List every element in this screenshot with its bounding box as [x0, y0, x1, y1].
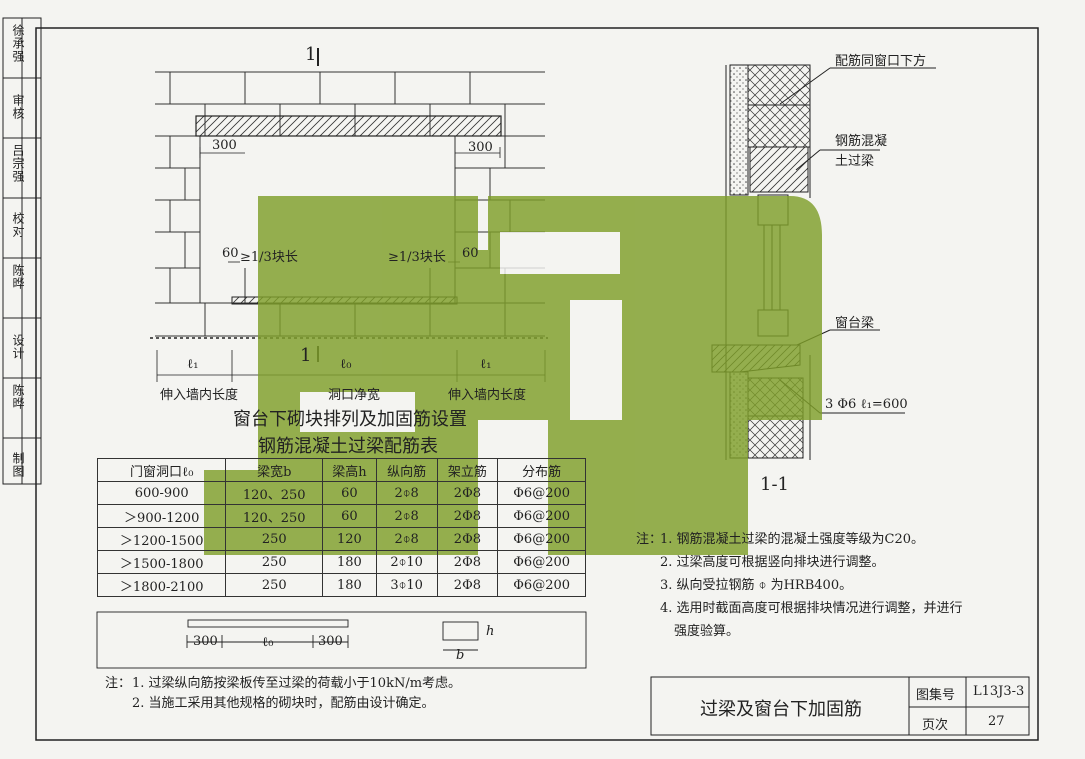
section-caption: 1-1: [760, 474, 789, 495]
table-cell: 60: [322, 504, 377, 528]
table-cell: Φ6@200: [497, 550, 586, 574]
table-cell: Φ6@200: [497, 504, 586, 528]
check-label: 校对: [11, 212, 25, 238]
embed-length-left: 伸入墙内长度: [160, 388, 239, 403]
notes-right: 1. 钢筋混凝土过梁的混凝土强度等级为C20。 2. 过梁高度可根据竖向排块进行…: [660, 528, 963, 643]
col-header: 梁高h: [322, 458, 377, 482]
table-cell: 2⌽8: [375, 527, 438, 551]
page-number-label: 页次: [922, 718, 949, 733]
table-row: ＞1800-2100 250 180 3⌽10 2Φ8 Φ6@200: [96, 573, 586, 597]
table-cell: Φ6@200: [497, 573, 586, 597]
col-header: 架立筋: [436, 458, 499, 482]
checker-name: 陈晔: [11, 264, 25, 290]
atlas-number-value: L13J3-3: [973, 684, 1025, 699]
table-cell: 600-900: [96, 481, 227, 505]
table-header-row: 门窗洞口ℓ₀ 梁宽b 梁高h 纵向筋 架立筋 分布筋: [96, 458, 586, 482]
table-cell: 2Φ8: [436, 573, 499, 597]
table-cell: ＞900-1200: [96, 504, 227, 528]
section-mark-bottom-label: 1: [300, 345, 312, 366]
notes-right-line: 2. 过梁高度可根据竖向排块进行调整。: [660, 555, 885, 570]
elevation-caption: 窗台下砌块排列及加固筋设置: [233, 409, 467, 430]
section-label-rebar: 3 Φ6 ℓ₁=600: [825, 397, 908, 412]
table-cell: 180: [322, 573, 377, 597]
page-number-value: 27: [988, 714, 1005, 729]
beam-h-label: h: [486, 624, 495, 639]
table-cell: 3⌽10: [375, 573, 438, 597]
beam-dim-l0: ℓ₀: [262, 635, 274, 650]
table-cell: ＞1200-1500: [96, 527, 227, 551]
notes-left-prefix: 注：: [105, 676, 132, 691]
table-cell: 2Φ8: [436, 504, 499, 528]
design-label: 设计: [11, 334, 25, 360]
table-cell: 120: [322, 527, 377, 551]
section-label-top: 配筋同窗口下方: [835, 54, 927, 69]
notes-right-line: 强度验算。: [674, 624, 740, 639]
section-label-lintel-2: 土过梁: [835, 154, 875, 169]
opening-width-label: 洞口净宽: [328, 388, 381, 403]
table-cell: 2⌽10: [375, 550, 438, 574]
col-header: 分布筋: [497, 458, 586, 482]
col-header: 梁宽b: [225, 458, 324, 482]
embed-length-right: 伸入墙内长度: [448, 388, 527, 403]
review-label: 审核: [11, 94, 25, 120]
section-label-sill: 窗台梁: [835, 316, 875, 331]
dim-300-left: 300: [212, 138, 237, 153]
section-mark-top-label: 1: [305, 44, 317, 65]
table-cell: 60: [322, 481, 377, 505]
table-row: ＞1500-1800 250 180 2⌽10 2Φ8 Φ6@200: [96, 550, 586, 574]
section-label-lintel-1: 钢筋混凝: [835, 134, 888, 149]
col-header: 门窗洞口ℓ₀: [96, 458, 227, 482]
l1-left: ℓ₁: [187, 357, 199, 372]
table-cell: 250: [225, 573, 324, 597]
notes-left-line: 1. 过梁纵向筋按梁板传至过梁的荷载小于10kN/m考虑。: [132, 676, 462, 691]
beam-dim-300-left: 300: [193, 634, 218, 649]
beam-diagram: [96, 611, 587, 669]
designer-name: 陈晔: [11, 384, 25, 410]
dim-300-right: 300: [468, 140, 493, 155]
l1-right: ℓ₁: [480, 357, 492, 372]
table-cell: 2Φ8: [436, 550, 499, 574]
l0-label: ℓ₀: [340, 357, 352, 372]
notes-left-line: 2. 当施工采用其他规格的砌块时，配筋由设计确定。: [132, 696, 435, 711]
table-cell: ＞1500-1800: [96, 550, 227, 574]
reviewer-name: 吕宗强: [11, 144, 25, 183]
dim-60-left: 60: [222, 246, 239, 261]
beam-dim-300-right: 300: [318, 634, 343, 649]
drawing-title: 过梁及窗台下加固筋: [700, 699, 862, 720]
approver-name: 徐承强: [11, 24, 25, 63]
col-header: 纵向筋: [375, 458, 438, 482]
table-row: ＞900-1200 120、250 60 2⌽8 2Φ8 Φ6@200: [96, 504, 586, 528]
table-cell: 120、250: [225, 504, 324, 528]
table-cell: 2Φ8: [436, 527, 499, 551]
atlas-number-label: 图集号: [916, 688, 956, 703]
table-row: 600-900 120、250 60 2⌽8 2Φ8 Φ6@200: [96, 481, 586, 505]
table-row: ＞1200-1500 250 120 2⌽8 2Φ8 Φ6@200: [96, 527, 586, 551]
table-cell: 250: [225, 550, 324, 574]
drafting-label: 制图: [11, 452, 25, 478]
block-length-left: ≥1/3块长: [240, 250, 298, 265]
outer-frame: [35, 27, 1039, 741]
table-cell: 2⌽8: [375, 504, 438, 528]
notes-right-line: 1. 钢筋混凝土过梁的混凝土强度等级为C20。: [660, 532, 925, 547]
table-cell: ＞1800-2100: [96, 573, 227, 597]
notes-right-line: 3. 纵向受拉钢筋 ⌽ 为HRB400。: [660, 578, 853, 593]
dim-60-right: 60: [462, 246, 479, 261]
table-title: 钢筋混凝土过梁配筋表: [258, 436, 438, 457]
notes-right-line: 4. 选用时截面高度可根据排块情况进行调整，并进行: [660, 601, 963, 616]
table-cell: 250: [225, 527, 324, 551]
block-length-right: ≥1/3块长: [388, 250, 446, 265]
lintel-beam: [195, 115, 502, 137]
beam-b-label: b: [456, 648, 465, 663]
table-cell: 2Φ8: [436, 481, 499, 505]
approval-sidebar: [2, 17, 42, 485]
table-cell: 180: [322, 550, 377, 574]
table-cell: 120、250: [225, 481, 324, 505]
title-block-frame: [650, 676, 1030, 736]
notes-right-prefix: 注：: [636, 532, 663, 547]
table-cell: 2⌽8: [375, 481, 438, 505]
table-cell: Φ6@200: [497, 481, 586, 505]
rebar-table: 门窗洞口ℓ₀ 梁宽b 梁高h 纵向筋 架立筋 分布筋 600-900 120、2…: [96, 458, 586, 597]
table-cell: Φ6@200: [497, 527, 586, 551]
